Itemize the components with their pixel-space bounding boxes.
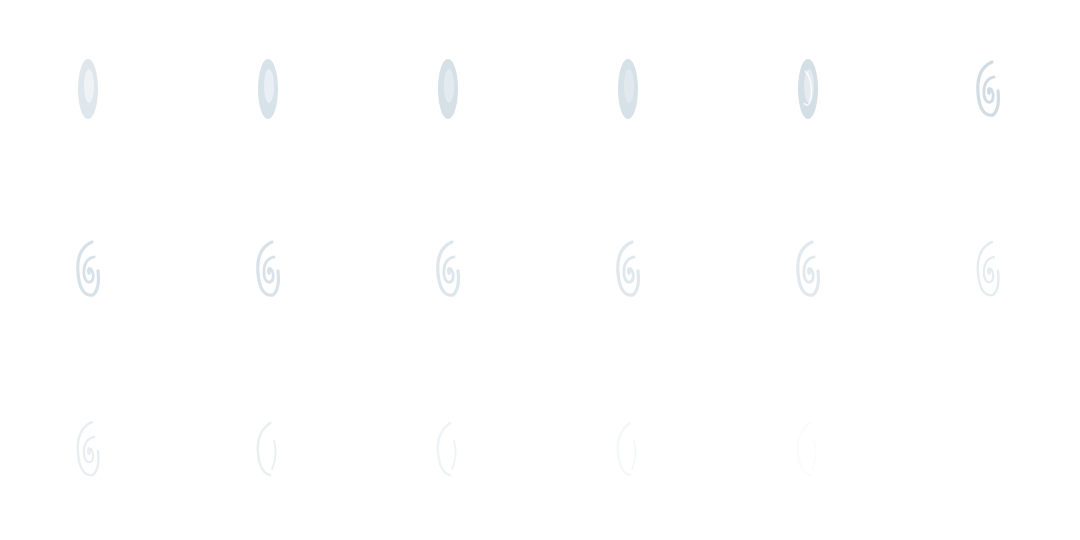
frame-swirl-inner	[82, 435, 96, 464]
frame-graphic	[796, 240, 821, 297]
frame-swirl-core	[267, 267, 271, 275]
frame-graphic	[616, 240, 641, 297]
frame-swirl-core	[987, 267, 991, 275]
frame-graphic	[78, 59, 98, 119]
sprite-frame	[608, 49, 648, 129]
frame-swirl-inner	[622, 255, 636, 284]
frame-graphic	[618, 59, 638, 119]
frame-swirl-outer	[796, 240, 821, 297]
frame-swirl-core	[447, 267, 451, 275]
frame-graphic	[616, 421, 637, 477]
frame-swirl-outer	[256, 240, 281, 297]
sprite-frame	[428, 229, 468, 309]
frame-swirl-outer	[616, 240, 641, 297]
frame-graphic	[798, 59, 818, 119]
frame-swirl-outer	[976, 240, 1000, 297]
frame-swirl-inner	[802, 255, 816, 284]
sprite-frame	[68, 409, 108, 489]
sprite-frame	[968, 49, 1008, 129]
frame-swirl-outer	[976, 60, 1001, 117]
frame-graphic	[76, 420, 100, 477]
sprite-frame	[428, 49, 468, 129]
frame-arc-tail	[451, 440, 457, 470]
frame-swirl-inner	[442, 255, 456, 284]
frame-arc-tail	[271, 440, 277, 470]
frame-arc-tail	[811, 440, 817, 470]
frame-arc	[796, 421, 812, 477]
frame-graphic	[256, 421, 277, 477]
frame-swirl-inner	[982, 75, 996, 104]
frame-arc	[616, 421, 632, 477]
frame-arc-tail	[631, 440, 637, 470]
frame-highlight	[444, 69, 454, 103]
frame-highlight	[804, 69, 814, 103]
sprite-frame	[968, 229, 1008, 309]
frame-graphic	[976, 60, 1001, 117]
frame-graphic	[256, 240, 281, 297]
sprite-frame	[248, 229, 288, 309]
frame-swirl-core	[87, 447, 91, 455]
frame-highlight	[624, 69, 634, 103]
frame-graphic	[436, 421, 457, 477]
frame-swirl-outer	[436, 240, 461, 297]
sprite-frame	[788, 229, 828, 309]
frame-swirl-outer	[76, 240, 101, 297]
frame-swirl-inner	[982, 255, 996, 284]
sprite-frame	[788, 49, 828, 129]
frame-swirl-core	[807, 267, 811, 275]
frame-swirl-core	[987, 87, 991, 95]
sprite-frame	[428, 409, 468, 489]
frame-graphic	[76, 240, 101, 297]
sprite-frame	[248, 409, 288, 489]
sprite-frame	[68, 229, 108, 309]
frame-swirl-outer	[76, 420, 100, 477]
frame-graphic	[438, 59, 458, 119]
sprite-frame	[68, 49, 108, 129]
frame-swirl-core	[87, 267, 91, 275]
frame-swirl-inner	[262, 255, 276, 284]
sprite-frame	[788, 409, 828, 489]
frame-arc	[436, 421, 452, 477]
frame-highlight	[264, 69, 274, 103]
frame-swirl	[803, 70, 813, 106]
frame-graphic	[796, 421, 817, 477]
frame-arc	[256, 421, 272, 477]
sprite-frame	[248, 49, 288, 129]
sprite-frame	[608, 229, 648, 309]
frame-swirl-inner	[82, 255, 96, 284]
frame-graphic	[258, 59, 278, 119]
frame-highlight	[84, 69, 94, 103]
frame-swirl-core	[627, 267, 631, 275]
sprite-frame	[608, 409, 648, 489]
frame-graphic	[436, 240, 461, 297]
frame-graphic	[976, 240, 1000, 297]
